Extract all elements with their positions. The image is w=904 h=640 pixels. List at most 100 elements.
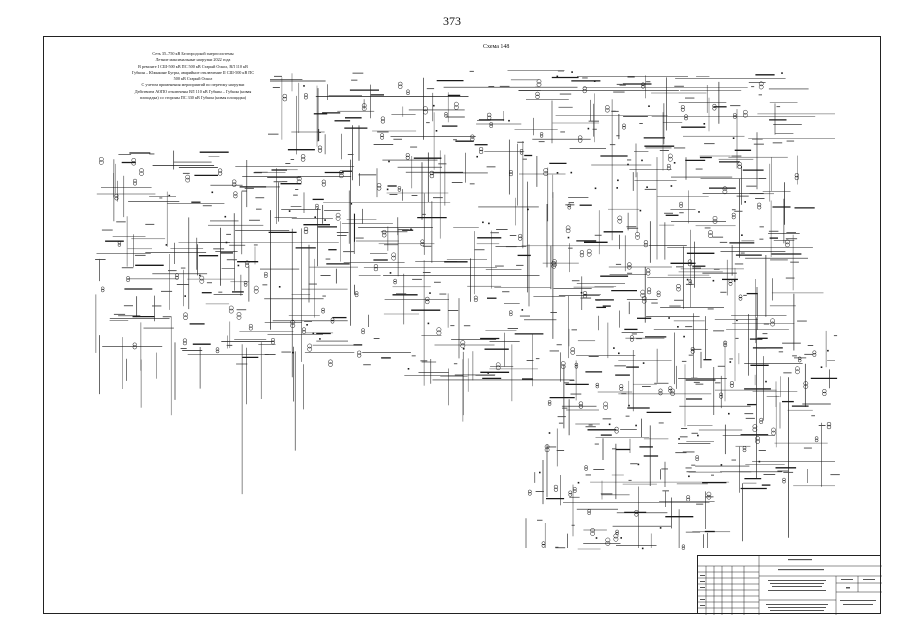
- station-label-mark: [615, 263, 622, 265]
- transformer-symbol: [738, 296, 743, 301]
- breaker-symbol: [556, 172, 559, 174]
- station-label-mark: [282, 181, 288, 183]
- transformer-symbol: [771, 430, 776, 436]
- transformer-symbol: [328, 359, 333, 364]
- transformer-symbol: [453, 101, 459, 107]
- diagram-caption: Сеть 35–750 кВ Белгородской энергосистем…: [86, 51, 300, 101]
- transformer-symbol: [354, 293, 359, 298]
- station-label-mark: [226, 259, 237, 261]
- breaker-symbol: [314, 216, 316, 218]
- station-label-mark: [707, 308, 714, 310]
- transformer-symbol: [646, 271, 651, 276]
- transformer-symbol: [622, 125, 626, 130]
- station-label-mark: [101, 229, 113, 231]
- breaker-symbol: [617, 179, 619, 182]
- station-label-mark: [614, 365, 626, 367]
- station-label-mark: [776, 106, 781, 108]
- station-label-mark: [336, 232, 349, 233]
- station-label-mark: [308, 283, 317, 285]
- transformer-symbol: [98, 156, 104, 162]
- station-label-mark: [734, 210, 743, 212]
- transformer-symbol: [373, 266, 379, 272]
- transformer-symbol: [719, 394, 723, 399]
- transformer-symbol: [535, 91, 540, 97]
- station-label-mark: [627, 76, 635, 78]
- transformer-symbol: [737, 161, 742, 166]
- station-label-mark: [758, 450, 766, 451]
- transformer-symbol: [307, 343, 313, 349]
- transformer-symbol: [487, 115, 492, 120]
- transformer-symbol: [658, 391, 663, 396]
- transformer-symbol: [183, 312, 188, 317]
- transformer-symbol: [737, 164, 742, 169]
- station-label-mark: [693, 381, 700, 383]
- transformer-symbol: [679, 201, 683, 206]
- transformer-symbol: [570, 350, 575, 355]
- transformer-symbol: [681, 544, 686, 548]
- transformer-symbol: [770, 321, 775, 327]
- transformer-symbol: [667, 156, 673, 162]
- transformer-symbol: [795, 366, 800, 372]
- transformer-symbol: [495, 365, 501, 371]
- transformer-symbol: [470, 134, 475, 139]
- transformer-symbol: [640, 289, 646, 295]
- station-label-mark: [337, 235, 347, 236]
- station-label-mark: [556, 344, 562, 346]
- station-label-mark: [396, 293, 407, 295]
- station-label-mark: [626, 226, 637, 228]
- transformer-symbol: [613, 536, 619, 542]
- station-label-mark: [159, 197, 163, 199]
- transformer-symbol: [405, 155, 410, 160]
- station-label-mark: [695, 383, 704, 385]
- transformer-symbol: [183, 315, 188, 320]
- station-label-mark: [762, 333, 768, 335]
- breaker-symbol: [288, 210, 291, 212]
- transformer-symbol: [244, 263, 250, 268]
- station-label-mark: [755, 198, 765, 199]
- transformer-symbol: [478, 146, 484, 152]
- transformer-symbol: [579, 253, 585, 258]
- transformer-symbol: [646, 268, 651, 273]
- station-label-mark: [490, 232, 499, 234]
- transformer-symbol: [263, 271, 268, 276]
- transformer-symbol: [536, 79, 542, 84]
- breaker-symbol: [646, 186, 648, 188]
- transformer-symbol: [782, 480, 786, 484]
- transformer-symbol: [712, 219, 718, 224]
- station-label-mark: [602, 418, 612, 420]
- station-label-mark: [448, 310, 459, 311]
- station-label-mark: [628, 479, 632, 481]
- station-label-mark: [241, 190, 247, 192]
- transformer-symbol: [253, 285, 259, 291]
- station-label-mark: [317, 132, 321, 133]
- transformer-symbol: [758, 81, 764, 87]
- transformer-symbol: [303, 93, 308, 97]
- station-label-mark: [571, 280, 580, 282]
- transformer-symbol: [634, 509, 639, 515]
- breaker-symbol: [728, 412, 730, 415]
- transformer-symbol: [729, 381, 734, 386]
- station-label-mark: [675, 452, 687, 454]
- transformer-symbol: [518, 236, 523, 241]
- station-label-mark: [249, 219, 260, 221]
- station-label-mark: [664, 212, 673, 214]
- caption-line: Сеть 35–750 кВ Белгородской энергосистем…: [152, 51, 234, 56]
- breaker-symbol: [733, 280, 736, 282]
- breaker-symbol: [686, 278, 689, 281]
- transformer-symbol: [752, 424, 758, 429]
- station-label-mark: [715, 382, 721, 384]
- transformer-symbol: [666, 163, 671, 168]
- transformer-symbol: [641, 298, 647, 304]
- transformer-symbol: [733, 113, 737, 117]
- transformer-symbol: [215, 347, 220, 351]
- breaker-symbol: [429, 292, 431, 294]
- transformer-symbol: [541, 543, 546, 548]
- station-label-mark: [759, 226, 764, 228]
- transformer-symbol: [567, 205, 572, 210]
- transformer-symbol: [803, 384, 809, 389]
- transformer-symbol: [723, 343, 728, 348]
- transformer-symbol: [676, 283, 681, 289]
- station-label-mark: [439, 293, 447, 295]
- station-label-mark: [397, 229, 409, 231]
- transformer-symbol: [622, 123, 626, 128]
